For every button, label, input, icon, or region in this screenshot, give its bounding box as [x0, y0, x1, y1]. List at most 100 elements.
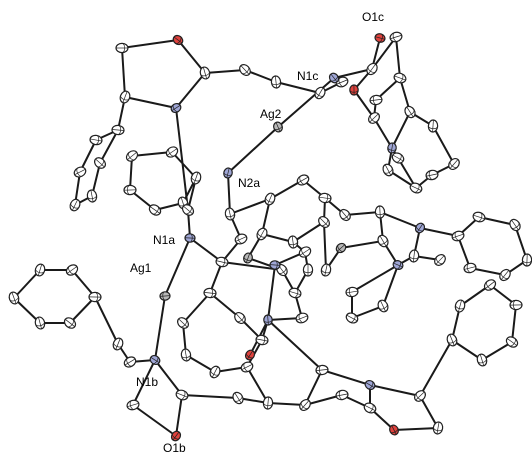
- label-ag2: Ag2: [260, 107, 282, 121]
- bond-D1-O1b: [133, 405, 176, 436]
- atom-L1: [124, 149, 139, 164]
- bond-Ag2-N2a: [228, 127, 278, 173]
- atom-T5: [73, 165, 88, 179]
- atom-U1: [238, 62, 253, 77]
- atom-T3: [86, 189, 97, 203]
- atom-T6: [89, 134, 102, 145]
- atom-D8: [432, 421, 443, 434]
- label-o1c: O1c: [362, 10, 384, 24]
- bond-D2-D3: [182, 395, 238, 398]
- atom-T1: [112, 125, 125, 135]
- atom-B4: [208, 365, 222, 380]
- atom-N1a: [185, 234, 195, 243]
- atom-D9: [412, 389, 427, 404]
- bond-U2-U3: [276, 82, 320, 93]
- atom-E5: [504, 335, 519, 349]
- bond-R2-R3: [396, 37, 400, 78]
- bond-D2-O1b: [176, 395, 182, 436]
- bond-O_L-A3: [178, 40, 205, 73]
- bond-A3-U1: [205, 70, 245, 73]
- atom-R11: [366, 111, 381, 126]
- atom-M7: [498, 267, 513, 282]
- atom-M2: [375, 206, 385, 218]
- bond-A3-N_L: [176, 73, 205, 108]
- atom-O_R2: [350, 85, 359, 95]
- atom-C6: [317, 215, 332, 230]
- atom-B8: [295, 312, 309, 325]
- bond-A1-O_L: [122, 40, 178, 48]
- bond-A4-N_L: [125, 97, 176, 108]
- atom-D4: [263, 397, 273, 410]
- atom-R5: [428, 120, 438, 133]
- bond-D9-E1: [420, 340, 452, 396]
- atom-B11: [303, 264, 312, 276]
- atom-Ag1: [160, 291, 171, 300]
- atom-LL4: [89, 292, 101, 301]
- bond-M9-M16: [341, 241, 383, 248]
- bond-C2-C3: [230, 199, 270, 214]
- bond-D10-N_B: [268, 320, 322, 370]
- atom-D6: [335, 389, 349, 400]
- atom-E2: [454, 299, 466, 313]
- atom-T2: [92, 156, 107, 171]
- atom-D2: [175, 389, 189, 402]
- label-o1b: O1b: [163, 441, 186, 455]
- bond-M14-N_M2: [383, 265, 398, 306]
- atom-M16: [334, 242, 347, 255]
- bond-E4-E5: [512, 305, 516, 342]
- atom-B9: [288, 287, 302, 299]
- atom-D3: [231, 390, 245, 405]
- atom-E6: [476, 353, 488, 367]
- atom-O_B: [244, 349, 256, 362]
- bond-C6-C7: [293, 222, 324, 242]
- bond-D9-N_D: [370, 385, 420, 396]
- atom-U3: [313, 85, 327, 100]
- atom-D5: [298, 397, 313, 412]
- bond-R10-R4: [392, 112, 410, 148]
- atom-C8: [255, 227, 269, 242]
- atom-E4: [510, 300, 522, 309]
- atom-C2: [224, 207, 236, 221]
- atom-N_B: [263, 315, 272, 326]
- atom-N_D: [364, 379, 377, 391]
- atom-N_M: [414, 222, 427, 235]
- atom-M11: [433, 252, 448, 267]
- bond-Ag1-N1b: [155, 296, 165, 360]
- atom-M13: [345, 311, 360, 325]
- label-n1b: N1b: [136, 375, 158, 389]
- bond-D4-B5: [247, 367, 268, 403]
- bond-B1-B2: [183, 293, 210, 323]
- atom-A4: [119, 90, 132, 104]
- atom-T4: [68, 198, 82, 213]
- bond-N_B-X3: [268, 265, 275, 320]
- label-n1a: N1a: [153, 233, 175, 247]
- atom-R4: [403, 104, 417, 119]
- atom-C9: [234, 232, 249, 245]
- label-ag1: Ag1: [130, 261, 152, 275]
- atom-B3: [180, 348, 191, 361]
- bond-layer: [14, 37, 527, 436]
- atom-C5: [318, 193, 331, 204]
- atom-M6: [522, 254, 532, 266]
- atom-E1: [445, 333, 458, 348]
- atom-M8: [463, 262, 477, 274]
- bond-M2-N_M: [380, 212, 420, 228]
- atom-R12: [369, 95, 382, 106]
- atom-M5: [508, 217, 522, 232]
- atom-X3: [270, 260, 281, 269]
- atom-B6: [255, 334, 269, 345]
- atom-R2: [389, 31, 403, 43]
- atom-M10: [409, 249, 420, 262]
- label-n2a: N2a: [238, 176, 260, 190]
- bond-LL4-LL7: [95, 297, 118, 344]
- atom-A1: [116, 43, 128, 52]
- atom-C3: [263, 192, 276, 207]
- atom-R6: [447, 156, 462, 171]
- atom-N_M2: [392, 259, 404, 271]
- atom-X1: [242, 252, 253, 264]
- label-n1c: N1c: [297, 69, 318, 83]
- atom-R9: [381, 163, 395, 178]
- bond-D10-N_D: [322, 370, 370, 385]
- atom-LL8: [122, 355, 137, 369]
